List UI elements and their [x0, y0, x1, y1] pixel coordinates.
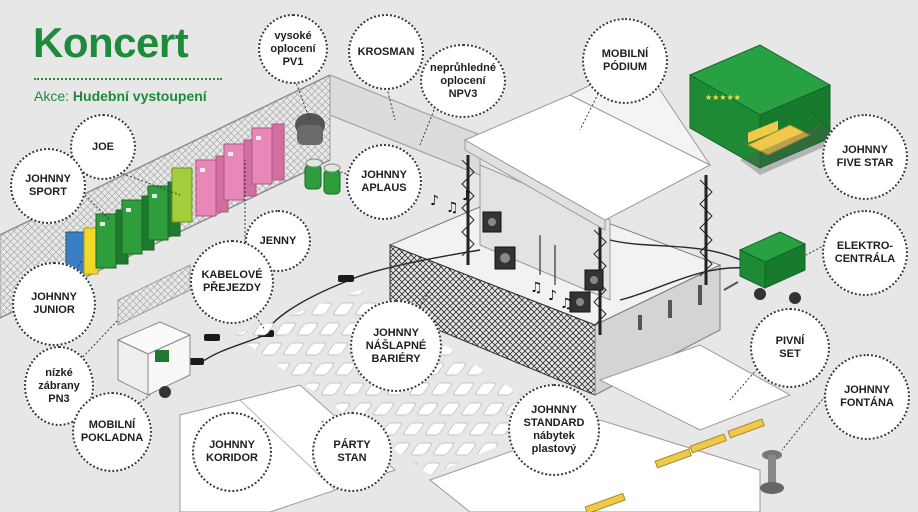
label-johnny-standard: JOHNNY STANDARD nábytek plastový: [508, 384, 600, 476]
subtitle-prefix: Akce:: [34, 88, 73, 104]
label-kabelove-prejezdy: KABELOVÉ PŘEJEZDY: [190, 240, 274, 324]
label-johnny-naslapne-bariery: JOHNNY NÁŠLAPNÉ BARIÉRY: [350, 300, 442, 392]
event-subtitle: Akce: Hudební vystoupení: [34, 88, 207, 104]
svg-text:♫: ♫: [446, 200, 459, 216]
svg-text:♫: ♫: [560, 296, 573, 312]
svg-text:♪: ♪: [548, 288, 557, 304]
svg-text:♪: ♪: [462, 188, 471, 204]
label-elektrocentrala: ELEKTRO- CENTRÁLA: [822, 210, 908, 296]
label-johnny-sport: JOHNNY SPORT: [10, 148, 86, 224]
label-johnny-aplaus: JOHNNY APLAUS: [346, 144, 422, 220]
label-vysoke-oploceni: vysoké oplocení PV1: [258, 14, 328, 84]
label-mobilni-podium: MOBILNÍ PÓDIUM: [582, 18, 668, 104]
mobile-stage: ♪♫♪ ♫♪♫: [388, 59, 722, 396]
label-mobilni-pokladna: MOBILNÍ POKLADNA: [72, 392, 152, 472]
label-johnny-junior: JOHNNY JUNIOR: [12, 262, 96, 346]
svg-text:♪: ♪: [430, 193, 439, 209]
svg-text:★★★★★: ★★★★★: [705, 93, 741, 102]
label-nizke-zabrany: nízké zábrany PN3: [24, 346, 94, 426]
johnny-aplaus-urinals: [304, 158, 341, 195]
page-title: Koncert: [33, 19, 189, 66]
generator-elektrocentrala: [723, 231, 807, 304]
subtitle-event: Hudební vystoupení: [72, 88, 207, 104]
johnny-fontana: [760, 450, 784, 494]
mobile-cash-office: [116, 321, 192, 398]
label-johnny-koridor: JOHNNY KORIDOR: [192, 412, 272, 492]
toilet-row: [65, 123, 285, 275]
label-johnny-fontana: JOHNNY FONTÁNA: [824, 354, 910, 440]
label-jenny: JENNY: [245, 210, 311, 272]
krosman-urinal: [295, 113, 325, 145]
label-johnny-five-star: JOHNNY FIVE STAR: [822, 114, 908, 200]
title-divider: [34, 78, 222, 80]
label-pivni-set: PIVNÍ SET: [750, 308, 830, 388]
label-nepruhledne-oploceni: neprůhledné oplocení NPV3: [420, 44, 506, 118]
label-krosman: KROSMAN: [348, 14, 424, 90]
beer-sets: [584, 418, 765, 512]
label-party-stan: PÁRTY STAN: [312, 412, 392, 492]
svg-text:♫: ♫: [530, 280, 543, 296]
